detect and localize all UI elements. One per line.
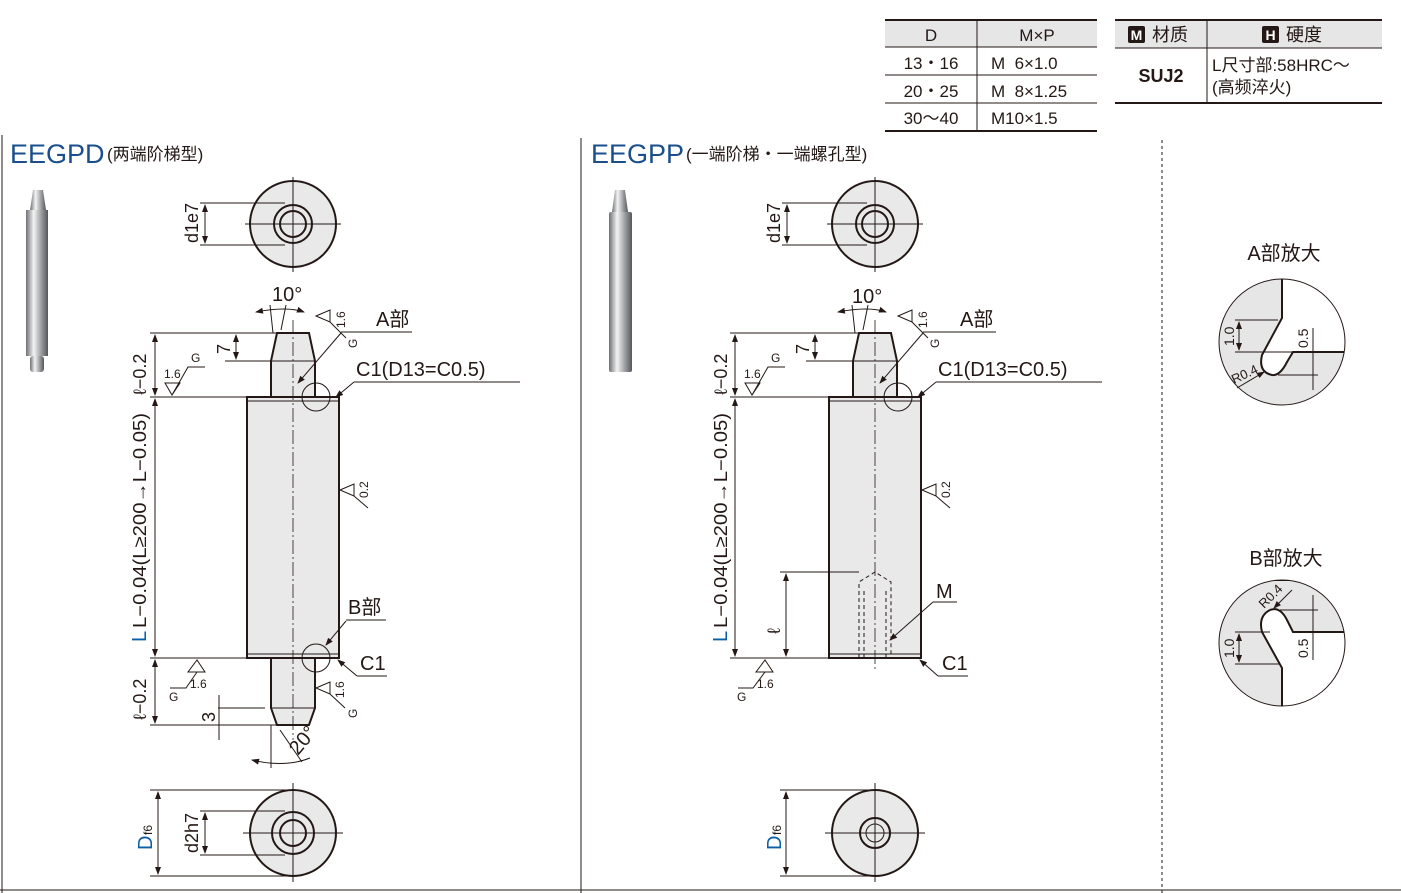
L-tolerance: L−0.04(L≥200→L−0.05) (711, 413, 731, 628)
thread-cell: 13・16 (904, 54, 959, 73)
c1-label: C1 (942, 653, 968, 675)
thread-cell: M10×1.5 (991, 109, 1058, 128)
roughness-value: 1.6 (916, 311, 930, 328)
detail-b: B部放大 1.0 0.5 R0.4 (1218, 547, 1346, 707)
d2-label: d2h7 (182, 813, 202, 853)
thread-cell: M 6×1.0 (991, 54, 1058, 73)
d1-label: d1e7 (182, 203, 202, 243)
D-label: D (135, 836, 157, 850)
thread-header-mxp: M×P (1019, 26, 1054, 45)
eegpd-subtitle: (两端阶梯型) (107, 145, 203, 164)
detail-a-title: A部放大 (1247, 242, 1320, 265)
roughness-value: 1.6 (190, 677, 207, 691)
D-label: D (764, 836, 786, 850)
detail-b-dim-1: 1.0 (1221, 638, 1237, 658)
roughness-value: 1.6 (757, 677, 774, 691)
eegpd-top-end-view: d1e7 (182, 177, 341, 272)
dim-7: 7 (214, 344, 234, 354)
c1-label: C1 (360, 653, 386, 675)
material-badge-icon (1128, 26, 1145, 43)
detail-a: A部放大 1.0 0.5 R0.4 (1218, 242, 1346, 406)
roughness-g: G (346, 339, 360, 348)
hardness-badge-icon (1262, 26, 1279, 43)
material-table: M 材质 H 硬度 SUJ2 L尺寸部:58HRC〜 (高频淬火) (1115, 19, 1382, 104)
thread-table: D M×P 13・16 M 6×1.0 20・25 M 8×1.25 30〜40… (885, 19, 1097, 132)
roughness-value: 0.2 (357, 481, 371, 498)
eegpd-bottom-end-view: d2h7 D f6 (135, 783, 343, 882)
eegpp-top-end-view: d1e7 (764, 177, 923, 272)
material-header: 材质 (1152, 25, 1188, 45)
roughness-g: G (771, 351, 780, 365)
eegpd-code: EEGPD (10, 139, 105, 169)
thread-cell: 30〜40 (904, 109, 959, 128)
L-letter: L (710, 631, 732, 642)
dim-3: 3 (199, 712, 219, 722)
thread-header-d: D (925, 26, 937, 45)
thread-cell: M 8×1.25 (991, 82, 1067, 101)
roughness-g: G (737, 690, 746, 704)
D-tolerance: f6 (770, 825, 784, 835)
hardness-header: 硬度 (1286, 25, 1322, 45)
material-badge-letter: M (1131, 27, 1143, 43)
c1-note: C1(D13=C0.5) (938, 359, 1068, 381)
eegpd-side-view: ℓ−0.2 L L−0.04(L≥200→L−0.05) ℓ−0.2 7 10°… (129, 284, 520, 768)
eegpp-subtitle: (一端阶梯・一端螺孔型) (686, 145, 867, 164)
roughness-value: 1.6 (333, 681, 347, 698)
detail-b-dim-05: 0.5 (1295, 638, 1311, 658)
roughness-g: G (346, 709, 360, 718)
D-tolerance: f6 (141, 825, 155, 835)
material-value: SUJ2 (1138, 66, 1183, 86)
roughness-value: 1.6 (744, 367, 761, 381)
hardness-badge-letter: H (1265, 27, 1275, 43)
c1-note: C1(D13=C0.5) (356, 359, 486, 381)
roughness-value: 1.6 (164, 367, 181, 381)
roughness-g: G (169, 690, 178, 704)
eegpp-product-photo (609, 190, 632, 372)
angle-top: 10° (272, 284, 302, 306)
angle-bottom: 20° (285, 722, 321, 759)
a-part-label: A部 (960, 308, 993, 331)
eegpp-section: EEGPP (一端阶梯・一端螺孔型) d1e7 (591, 139, 1102, 882)
eegpp-side-view: ℓ−0.2 L L−0.04(L≥200→L−0.05) ℓ 7 10° 1.6… (710, 286, 1102, 704)
l-tolerance-bottom: ℓ−0.2 (130, 679, 150, 720)
hardness-value-line2: (高频淬火) (1212, 78, 1291, 97)
roughness-g: G (191, 351, 200, 365)
roughness-value: 0.2 (939, 481, 953, 498)
l-tolerance: ℓ−0.2 (711, 354, 731, 395)
angle-top: 10° (852, 286, 882, 308)
L-tolerance: L−0.04(L≥200→L−0.05) (130, 413, 150, 628)
thread-cell: 20・25 (904, 82, 959, 101)
detail-a-dim-1: 1.0 (1221, 326, 1237, 346)
dim-7: 7 (793, 344, 813, 354)
eegpp-code: EEGPP (591, 139, 684, 169)
eegpd-product-photo (26, 190, 48, 372)
hardness-value-line1: L尺寸部:58HRC〜 (1212, 56, 1350, 75)
eegpd-section: EEGPD (两端阶梯型) d1e7 (10, 139, 520, 882)
l-tolerance-top: ℓ−0.2 (130, 354, 150, 395)
roughness-g: G (928, 339, 942, 348)
m-label: M (936, 581, 953, 603)
L-letter: L (129, 631, 151, 642)
a-part-label: A部 (376, 308, 409, 331)
roughness-value: 1.6 (334, 311, 348, 328)
d1-label: d1e7 (764, 203, 784, 243)
eegpp-bottom-end-view: D f6 (764, 783, 925, 882)
tap-depth-label: ℓ (764, 628, 784, 634)
detail-b-title: B部放大 (1249, 547, 1322, 570)
detail-a-dim-05: 0.5 (1295, 328, 1311, 348)
b-part-label: B部 (348, 596, 381, 619)
